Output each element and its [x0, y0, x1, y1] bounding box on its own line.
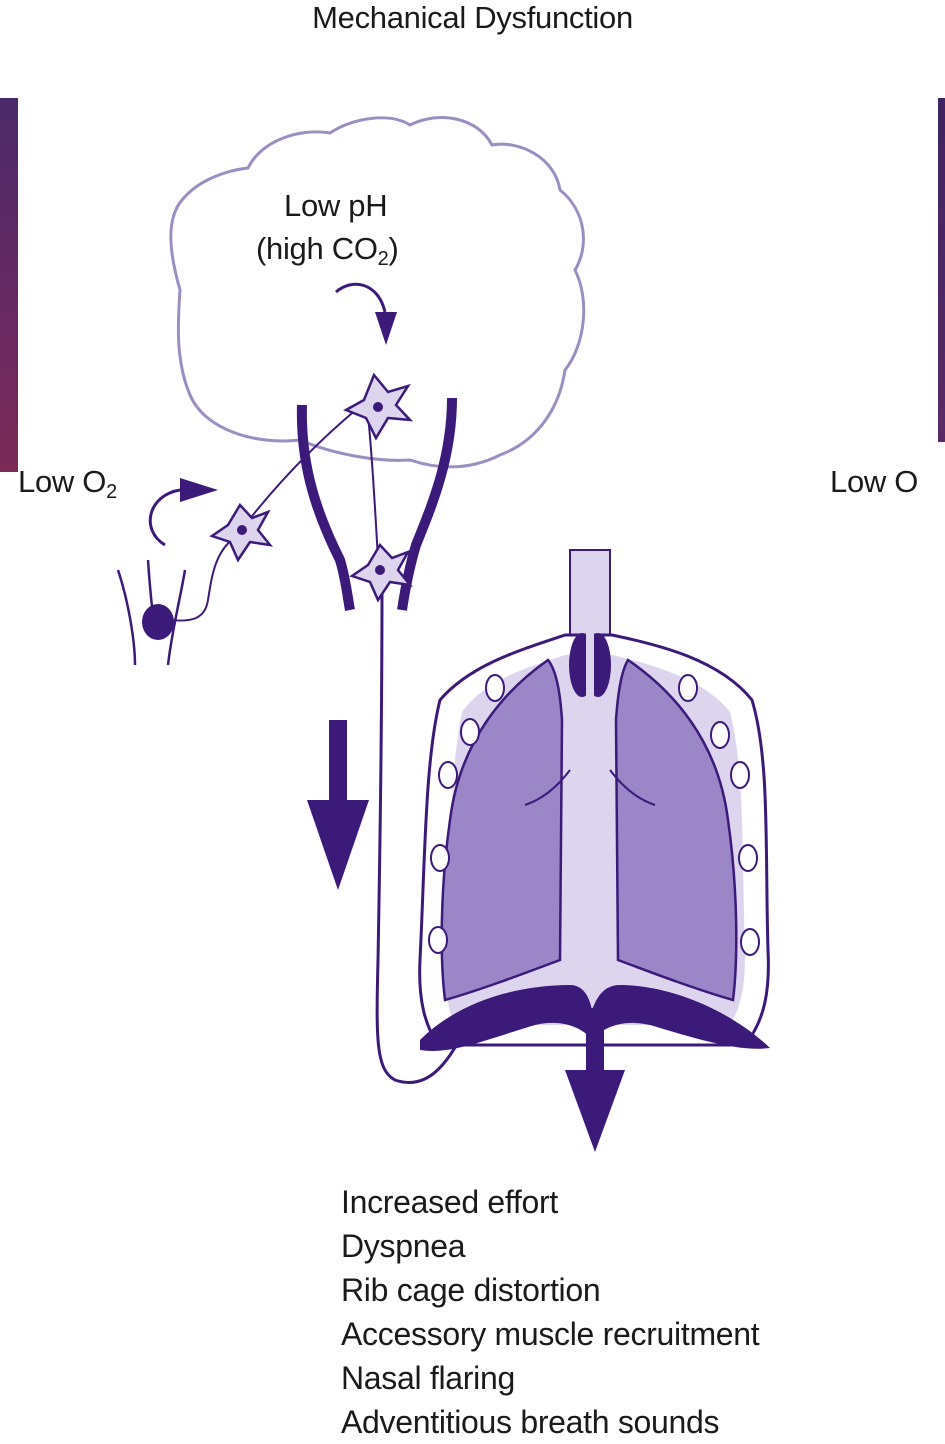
down-arrow-bottom-head [565, 1070, 625, 1152]
low-o2-right-label: Low O [830, 464, 918, 500]
carotid-body [142, 604, 174, 640]
effect-item: Accessory muscle recruitment [341, 1312, 759, 1356]
high-co2-label: (high CO2) [256, 231, 399, 267]
down-arrow-bottom-shaft [586, 1008, 604, 1078]
effect-item: Adventitious breath sounds [341, 1400, 759, 1444]
o2-arrow-head [180, 478, 218, 502]
carotid-vessel-left [118, 570, 135, 665]
effect-item: Rib cage distortion [341, 1268, 759, 1312]
low-o2-left-label: Low O2 [18, 464, 117, 500]
down-arrow-left-head [307, 800, 369, 890]
down-arrow-left-shaft [329, 720, 347, 810]
o2-arrow-curve [150, 490, 180, 545]
effect-item: Increased effort [341, 1180, 759, 1224]
effect-item: Nasal flaring [341, 1356, 759, 1400]
effect-item: Dyspnea [341, 1224, 759, 1268]
low-ph-label: Low pH [284, 188, 387, 224]
nerve-fiber-carotid [170, 535, 238, 621]
effects-list: Increased effort Dyspnea Rib cage distor… [341, 1180, 759, 1444]
